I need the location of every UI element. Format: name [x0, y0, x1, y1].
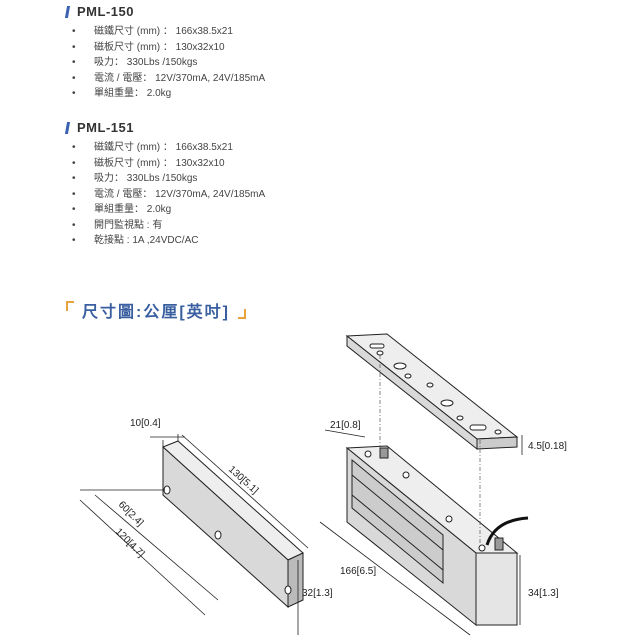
model-name: PML-150: [77, 4, 134, 19]
label-magnet-depth: 21[0.8]: [330, 420, 361, 431]
mounting-bracket: [345, 333, 519, 451]
dimension-title-text: 尺寸圖:公厘[英吋]: [82, 304, 230, 321]
spec-item: 乾接點 : 1A ,24VDC/AC: [66, 233, 265, 249]
armature-plate: [162, 440, 304, 609]
spec-item: 電流 / 電壓： 12V/370mA, 24V/185mA: [66, 187, 265, 203]
spec-item: 開門監視點 : 有: [66, 218, 265, 234]
model-heading-pml-150: PML-150: [64, 4, 134, 19]
model-name: PML-151: [77, 120, 134, 135]
bracket-left-icon: [66, 301, 74, 311]
label-hole-spacing-120: 120[4.7]: [113, 526, 146, 559]
spec-item: 電流 / 電壓： 12V/370mA, 24V/185mA: [66, 71, 265, 87]
spec-item: 磁鐵尺寸 (mm) ： 166x38.5x21: [66, 24, 265, 40]
spec-item: 吸力： 330Lbs /150kgs: [66, 171, 265, 187]
dimension-title: 尺寸圖:公厘[英吋]: [66, 298, 246, 322]
spec-item: 吸力： 330Lbs /150kgs: [66, 55, 265, 71]
spec-item: 磁鐵尺寸 (mm) ： 166x38.5x21: [66, 140, 265, 156]
label-magnet-height: 34[1.3]: [528, 588, 559, 599]
magnet-body: [345, 445, 529, 627]
label-hole-spacing-60: 60[2.4]: [116, 499, 146, 529]
spec-item: 單組重量： 2.0kg: [66, 202, 265, 218]
label-bracket-thickness: 4.5[0.18]: [528, 441, 567, 452]
label-magnet-length: 166[6.5]: [340, 566, 376, 577]
spec-item: 磁板尺寸 (mm) ： 130x32x10: [66, 40, 265, 56]
spec-list-pml-150: 磁鐵尺寸 (mm) ： 166x38.5x21 磁板尺寸 (mm) ： 130x…: [66, 24, 265, 102]
label-plate-height: 32[1.3]: [302, 588, 333, 599]
spec-item: 單組重量： 2.0kg: [66, 86, 265, 102]
spec-list-pml-151: 磁鐵尺寸 (mm) ： 166x38.5x21 磁板尺寸 (mm) ： 130x…: [66, 140, 265, 249]
spec-item: 磁板尺寸 (mm) ： 130x32x10: [66, 156, 265, 172]
model-heading-pml-151: PML-151: [64, 120, 134, 135]
bracket-right-icon: [238, 309, 246, 319]
label-plate-thickness: 10[0.4]: [130, 418, 161, 429]
